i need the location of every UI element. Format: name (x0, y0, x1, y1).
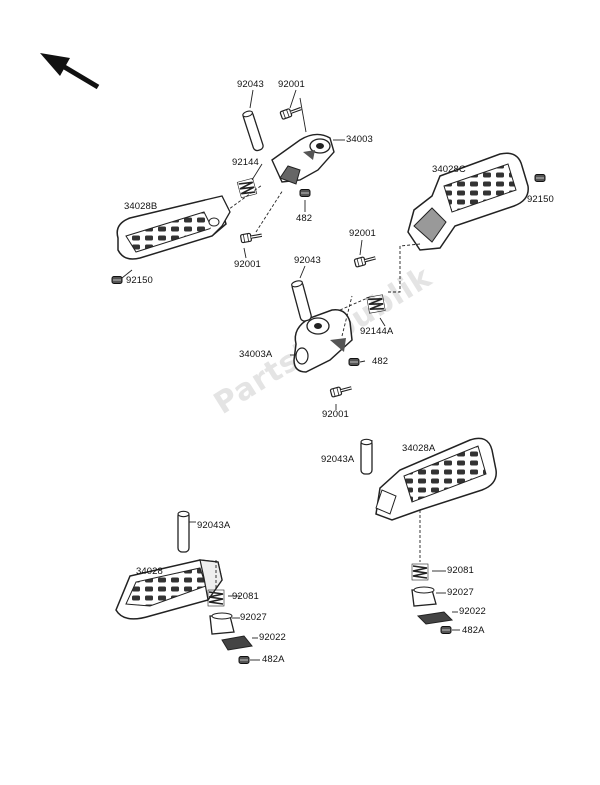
label-482A-left: 482A (262, 654, 285, 665)
label-34028B: 34028B (124, 201, 158, 212)
arrow-front-icon (40, 53, 100, 90)
label-92043-center: 92043 (294, 255, 321, 266)
part-92144-spring (236, 177, 258, 199)
leader-lines-top (121, 89, 345, 279)
part-34028B-footpeg (116, 195, 231, 260)
label-34003: 34003 (346, 134, 373, 145)
part-92001-bolt-lower (238, 229, 265, 245)
part-92081-spring-left (207, 589, 225, 607)
part-482-nut (299, 189, 311, 197)
label-92150-right: 92150 (527, 194, 554, 205)
label-92001-bottom: 92001 (322, 409, 349, 420)
label-92022-right: 92022 (459, 606, 486, 617)
label-92144: 92144 (232, 157, 259, 168)
label-92043-top: 92043 (237, 79, 264, 90)
part-92043-pin-center (291, 280, 312, 322)
part-92081-spring-right (411, 563, 429, 581)
label-34028C: 34028C (432, 164, 466, 175)
part-92043-pin (242, 110, 264, 152)
part-482-nut-center (348, 358, 360, 366)
label-92027-right: 92027 (447, 587, 474, 598)
part-482A-nut-right (440, 626, 452, 634)
label-34028A: 34028A (402, 443, 436, 454)
leader-lines-left-lower (189, 521, 260, 661)
part-34028-footpeg (115, 559, 223, 620)
label-92043A-left: 92043A (197, 520, 231, 531)
label-482-center: 482 (372, 356, 389, 367)
leader-lines-center (290, 239, 421, 410)
label-92150-left: 92150 (126, 275, 153, 286)
label-92027-left: 92027 (240, 612, 267, 623)
part-92027-block-right (411, 586, 437, 607)
part-92022-washer-left (221, 635, 253, 651)
part-92043A-pin-right (360, 438, 373, 475)
part-92027-block-left (209, 612, 235, 635)
part-34003-bracket (271, 133, 335, 185)
part-34028A-footpeg (375, 437, 497, 521)
label-482-top: 482 (296, 213, 313, 224)
part-92043A-pin-left (177, 510, 190, 553)
part-34003A-bracket (293, 309, 353, 373)
label-92043A-right: 92043A (321, 454, 355, 465)
leader-lines-right-lower (371, 440, 460, 631)
part-92001-bolt (278, 103, 305, 122)
part-92022-washer-right (416, 611, 454, 625)
part-482A-nut-left (238, 656, 250, 664)
part-92001-bolt-center (352, 252, 379, 269)
part-92150-screw-right (534, 174, 546, 182)
label-92022-left: 92022 (259, 632, 286, 643)
label-482A-right: 482A (462, 625, 485, 636)
label-92001-top: 92001 (278, 79, 305, 90)
label-92001-center: 92001 (349, 228, 376, 239)
label-92001-left: 92001 (234, 259, 261, 270)
label-92081-left: 92081 (232, 591, 259, 602)
label-34003A: 34003A (239, 349, 273, 360)
label-92144A: 92144A (360, 326, 394, 337)
part-92001-bolt-center-lower (328, 382, 355, 399)
label-92081-right: 92081 (447, 565, 474, 576)
part-34028C-footpeg (407, 152, 529, 251)
part-92150-screw-left (111, 276, 123, 284)
label-34028: 34028 (136, 566, 163, 577)
